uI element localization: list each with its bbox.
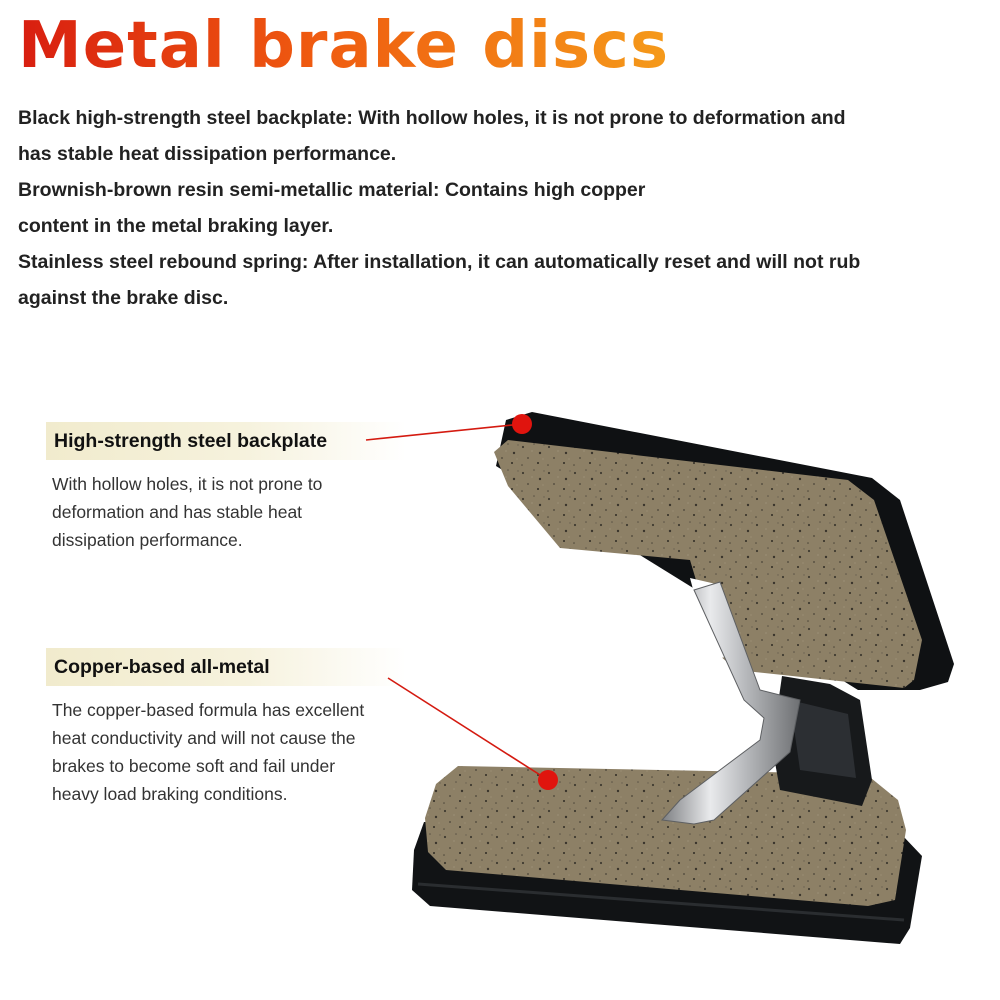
- callout-desc-line: The copper-based formula has excellent: [52, 700, 365, 720]
- callout-desc-line: heat conductivity and will not cause the: [52, 728, 356, 748]
- top-friction-pad: [494, 440, 922, 688]
- intro-line: Stainless steel rebound spring: After in…: [18, 251, 861, 273]
- rebound-spring: [660, 581, 801, 825]
- callout-desc-line: heavy load braking conditions.: [52, 784, 288, 804]
- callout-desc-line: brakes to become soft and fail under: [52, 756, 336, 776]
- intro-line: Brownish-brown resin semi-metallic mater…: [18, 179, 646, 201]
- intro-line: against the brake disc.: [18, 287, 229, 309]
- bottom-friction-pad: [425, 766, 906, 906]
- intro-line: Black high-strength steel backplate: Wit…: [18, 107, 846, 129]
- leader-line-backplate: [365, 423, 523, 441]
- page-title: Metal brake discs: [18, 6, 669, 86]
- callout-title-copper: Copper-based all-metal: [46, 648, 406, 686]
- callout-desc-line: deformation and has stable heat: [52, 502, 303, 522]
- leader-line-copper: [387, 677, 549, 781]
- callout-desc-copper: The copper-based formula has excellent h…: [52, 696, 412, 808]
- intro-line: has stable heat dissipation performance.: [18, 143, 397, 165]
- intro-line: content in the metal braking layer.: [18, 215, 334, 237]
- callout-desc-line: dissipation performance.: [52, 530, 243, 550]
- callout-desc-line: With hollow holes, it is not prone to: [52, 474, 323, 494]
- callout-desc-backplate: With hollow holes, it is not prone to de…: [52, 470, 412, 554]
- callout-title-backplate: High-strength steel backplate: [46, 422, 406, 460]
- marker-dot-copper: [538, 770, 558, 790]
- intro-text: Black high-strength steel backplate: Wit…: [18, 100, 958, 316]
- marker-dot-backplate: [512, 414, 532, 434]
